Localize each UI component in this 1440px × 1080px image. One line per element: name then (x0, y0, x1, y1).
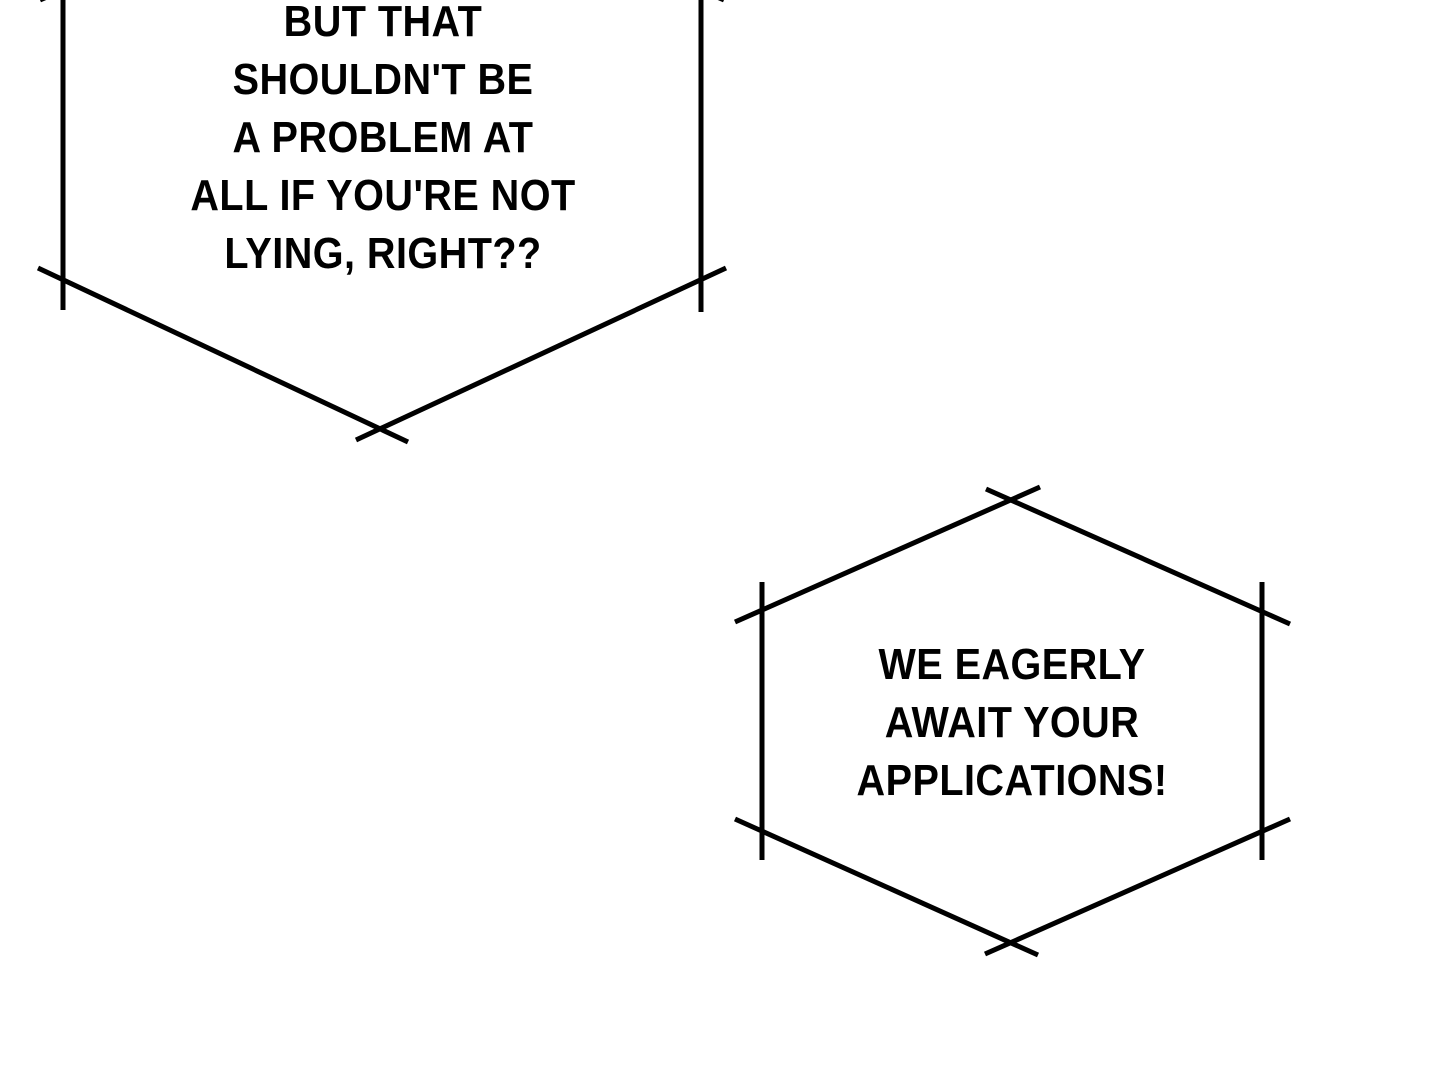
bubble-1-line: But that (283, 0, 483, 46)
bubble-1-line: a problem at (232, 113, 534, 162)
bubble-2-top-right-edge (984, 486, 1292, 627)
bubble-2-line: We eagerly (878, 640, 1146, 689)
bubble-1-line: lying, right?? (224, 229, 542, 278)
bubble-2-bottom-left-edge (733, 816, 1040, 958)
bubble-1-bottom-left-edge (36, 265, 410, 445)
bubble-1-bottom-right-edge (354, 265, 728, 443)
bubble-2-bottom-right-edge (983, 816, 1292, 957)
bubble-2-line: await your (884, 698, 1140, 747)
speech-bubble-1-text: But that shouldn't be a problem at all i… (133, 0, 633, 283)
bubble-2-line: applications! (856, 756, 1168, 805)
bubble-1-line: all if you're not (190, 171, 576, 220)
bubble-2-top-left-edge (733, 484, 1042, 625)
bubble-1-line: shouldn't be (232, 55, 534, 104)
speech-bubble-2-text: We eagerly await your applications! (762, 636, 1262, 810)
